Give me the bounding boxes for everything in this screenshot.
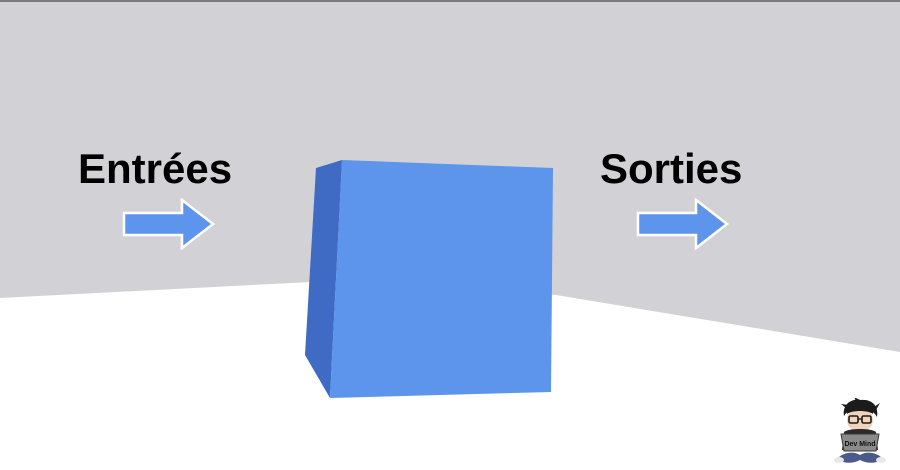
input-arrow-icon: [122, 198, 216, 250]
black-box-side-face: [305, 160, 342, 398]
outputs-label: Sorties: [600, 145, 743, 192]
dev-mind-mascot-icon: Dev Mind: [834, 398, 886, 463]
black-box-front-face: [330, 160, 553, 398]
inputs-label: Entrées: [78, 145, 233, 192]
output-arrow-icon: [636, 198, 730, 250]
logo-text: Dev Mind: [844, 441, 875, 448]
